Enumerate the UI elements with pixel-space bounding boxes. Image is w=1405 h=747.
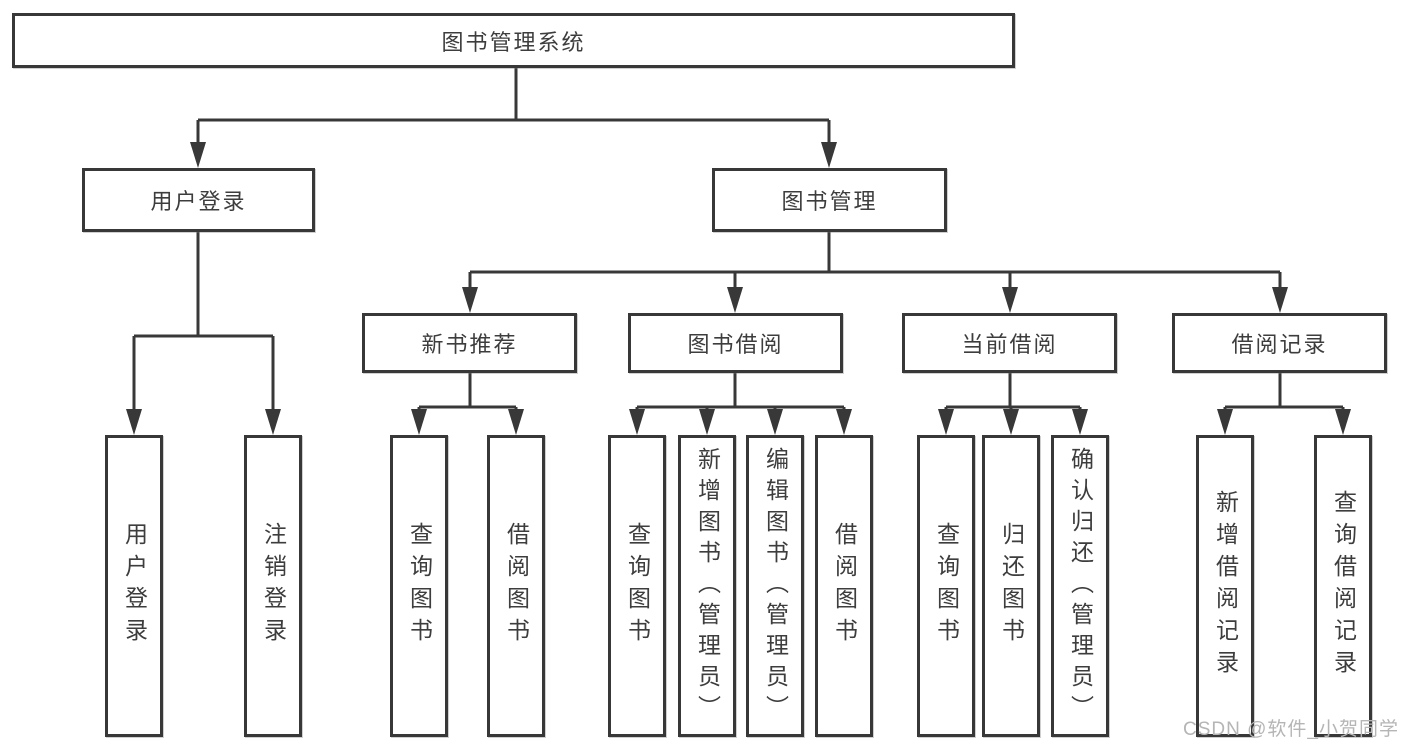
leaf-add-borrow-record: 新增借阅记录 xyxy=(1196,435,1254,737)
leaf-add-book-admin: 新增图书（管理员） xyxy=(678,435,736,737)
leaf-label: 新增借阅记录 xyxy=(1212,490,1239,682)
node-borrow-records: 借阅记录 xyxy=(1172,313,1387,373)
leaf-label: 查询图书 xyxy=(406,522,433,650)
node-library-system: 图书管理系统 xyxy=(12,13,1015,68)
leaf-edit-book-admin: 编辑图书（管理员） xyxy=(746,435,804,737)
leaf-return-book: 归还图书 xyxy=(982,435,1040,737)
node-user-login-group: 用户登录 xyxy=(82,168,315,232)
leaf-label: 查询图书 xyxy=(933,522,960,650)
leaf-label: 查询图书 xyxy=(624,522,651,650)
node-book-borrow: 图书借阅 xyxy=(628,313,843,373)
leaf-label: 借阅图书 xyxy=(503,522,530,650)
leaf-user-login: 用户登录 xyxy=(105,435,163,737)
node-new-book-recommend: 新书推荐 xyxy=(362,313,577,373)
leaf-label: 归还图书 xyxy=(998,522,1025,650)
leaf-confirm-return-admin: 确认归还（管理员） xyxy=(1051,435,1109,737)
leaf-label: 确认归还（管理员） xyxy=(1067,446,1094,726)
leaf-label: 借阅图书 xyxy=(831,522,858,650)
leaf-query-borrow-record: 查询借阅记录 xyxy=(1314,435,1372,737)
leaf-label: 查询借阅记录 xyxy=(1330,490,1357,682)
leaf-label: 编辑图书（管理员） xyxy=(762,446,789,726)
leaf-query-book-current: 查询图书 xyxy=(917,435,975,737)
csdn-watermark: CSDN @软件_小贺同学 xyxy=(1183,719,1399,740)
leaf-label: 用户登录 xyxy=(121,522,148,650)
leaf-logout: 注销登录 xyxy=(244,435,302,737)
leaf-borrow-book-recommend: 借阅图书 xyxy=(487,435,545,737)
leaf-query-book-borrow: 查询图书 xyxy=(608,435,666,737)
leaf-label: 注销登录 xyxy=(260,522,287,650)
node-book-management: 图书管理 xyxy=(712,168,947,232)
leaf-borrow-book: 借阅图书 xyxy=(815,435,873,737)
leaf-label: 新增图书（管理员） xyxy=(694,446,721,726)
node-current-borrow: 当前借阅 xyxy=(902,313,1117,373)
leaf-query-book-recommend: 查询图书 xyxy=(390,435,448,737)
